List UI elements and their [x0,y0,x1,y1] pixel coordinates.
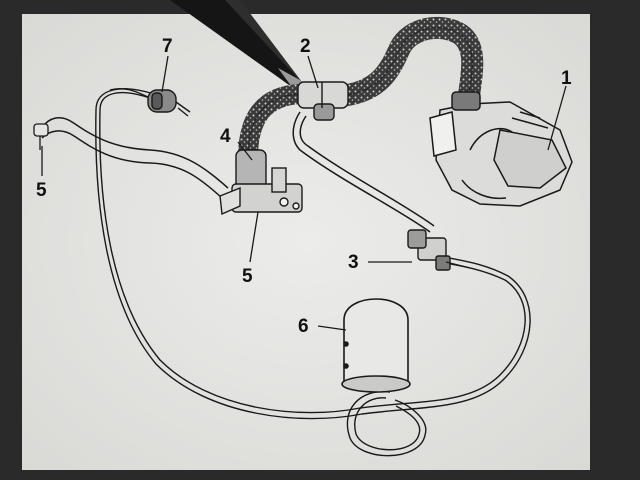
breather-tube [41,116,229,199]
pipe-to-solenoid [292,111,435,233]
part-2-junction [297,81,349,121]
callout-6: 6 [298,316,309,337]
part-3-solenoid [407,229,471,271]
callout-5-center: 5 [242,266,253,287]
callout-5-left: 5 [36,180,47,201]
leader-4 [237,141,253,161]
part-6-canister [341,298,411,393]
part-5-left-fitting [33,123,49,150]
leader-lines [41,55,567,331]
callout-2: 2 [300,36,311,57]
main-air-hose [338,16,484,107]
callout-4: 4 [220,126,231,147]
vacuum-line-thin [95,88,531,420]
part-1-air-pump [429,91,573,207]
leader-6 [317,325,347,331]
callout-3: 3 [348,252,359,273]
leader-2 [307,55,319,89]
leader-5b [249,211,259,263]
canister-loop-line [346,390,427,457]
part-5-center-bracket [219,149,303,216]
part-4-hose [238,84,301,159]
part-7-valve [109,88,191,117]
leader-7 [161,55,169,93]
callout-7: 7 [162,36,173,57]
leader-1 [547,85,567,151]
callout-labels: 1 2 3 4 5 5 6 7 [36,36,572,337]
callout-1: 1 [561,68,572,89]
